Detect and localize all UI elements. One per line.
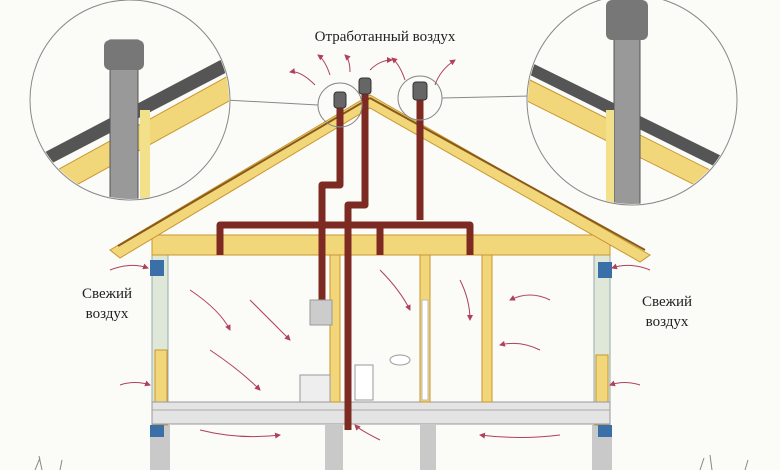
floor-slab	[151, 401, 611, 425]
sink-icon	[389, 354, 411, 366]
fresh-air-label-right: Свежий воздух	[622, 292, 712, 332]
exhaust-air-label: Отработанный воздух	[314, 29, 456, 45]
fresh-air-label-left: Свежий воздух	[62, 284, 152, 324]
roof	[109, 94, 651, 263]
foundation-center	[325, 425, 343, 470]
fresh-air-left-line1: Свежий	[81, 286, 133, 302]
detail-zoom-right	[526, 0, 738, 206]
fresh-air-left-line2: воздух	[85, 306, 129, 322]
fresh-air-right-line1: Свежий	[641, 294, 693, 310]
toilet-icon	[354, 364, 374, 401]
ground-grass	[34, 454, 749, 470]
detail-zoom-left	[29, 0, 231, 201]
ventilation-ducts	[216, 90, 474, 430]
foundation-center2	[420, 425, 436, 470]
fresh-air-right-line2: воздух	[645, 314, 689, 330]
airflow-arrows	[109, 54, 651, 441]
